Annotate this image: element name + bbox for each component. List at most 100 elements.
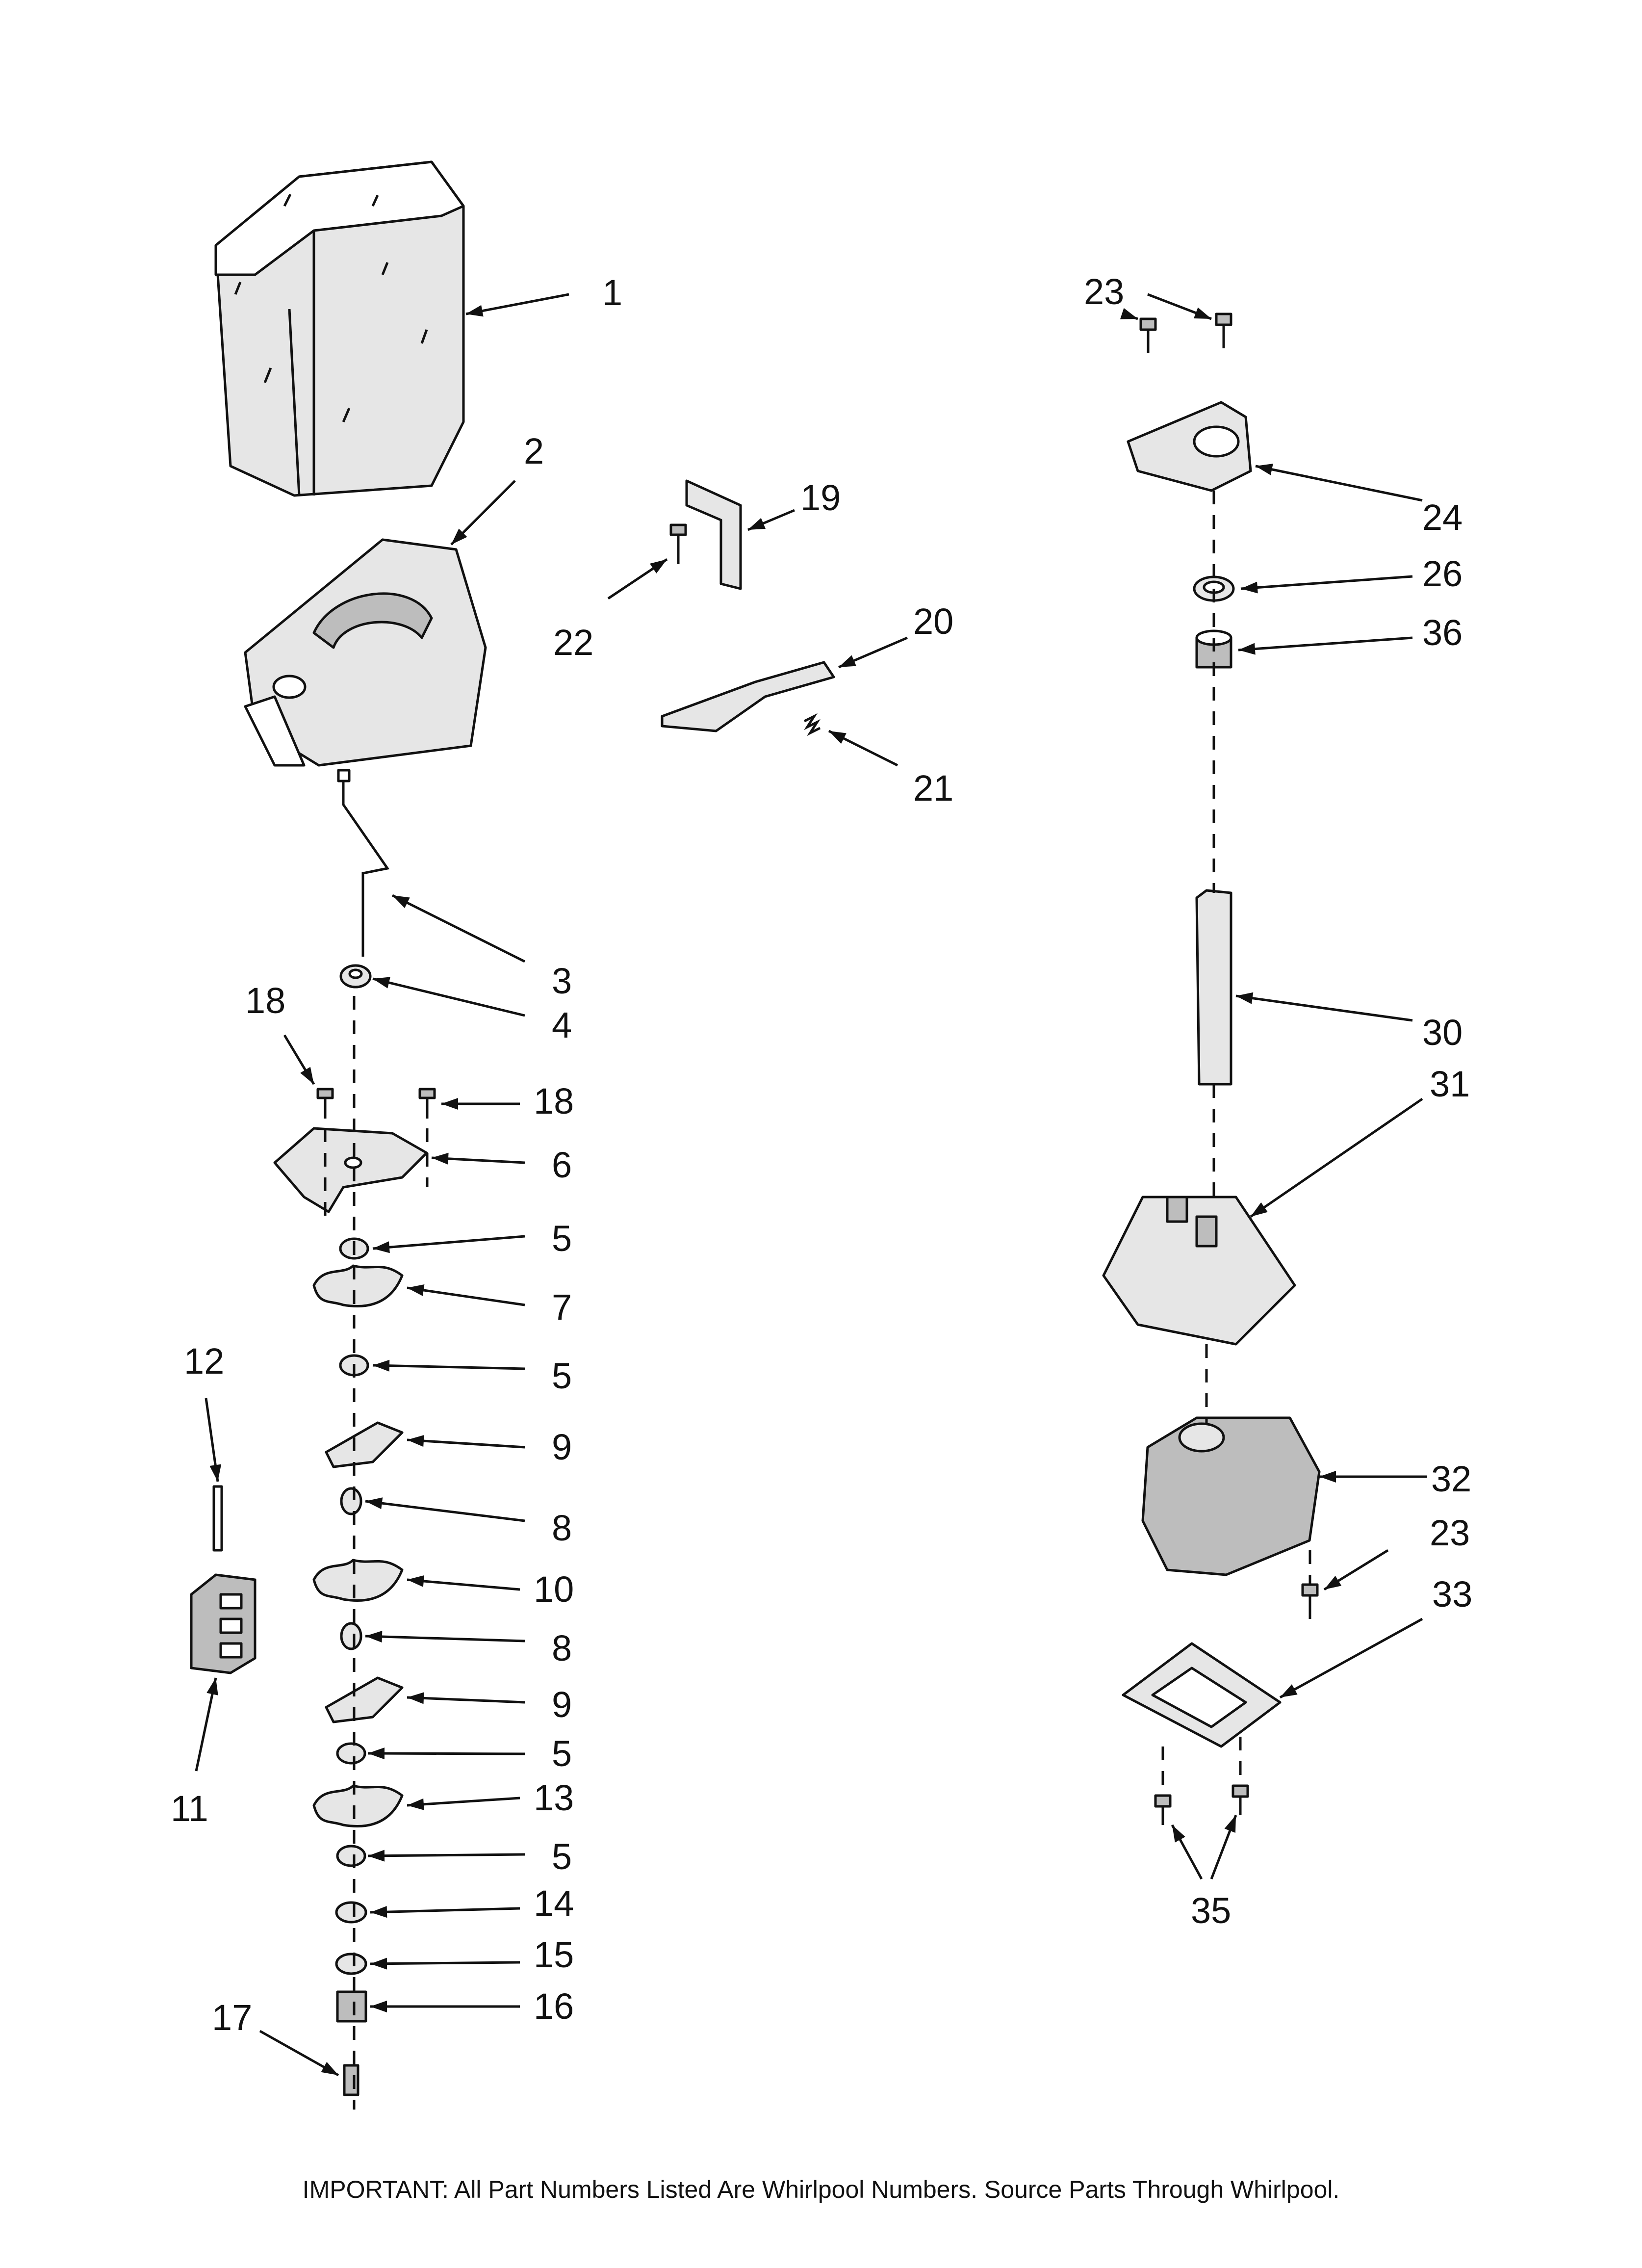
- label-36: 36: [1422, 612, 1462, 653]
- arrowhead: [370, 1957, 387, 1970]
- arrowhead: [1172, 1825, 1185, 1843]
- label-21: 21: [913, 768, 953, 808]
- arrowhead: [748, 518, 766, 530]
- arrowhead: [432, 1152, 449, 1165]
- arrowhead: [650, 559, 667, 574]
- label-31: 31: [1430, 1064, 1470, 1104]
- screw-18-right: [418, 1088, 436, 1119]
- label-30: 30: [1422, 1012, 1462, 1053]
- label-11: 11: [171, 1788, 208, 1829]
- spring-21: [803, 713, 821, 736]
- label-5a: 5: [552, 1218, 572, 1259]
- arrowhead: [1280, 1684, 1298, 1697]
- label-23a: 23: [1084, 271, 1124, 312]
- arrowhead: [829, 731, 847, 744]
- arrowhead: [392, 895, 410, 908]
- arrowhead: [365, 1497, 383, 1510]
- motor-cover-31: [1102, 1196, 1296, 1346]
- label-8a: 8: [552, 1508, 572, 1548]
- gasket-33: [1122, 1642, 1282, 1748]
- blade-plate: [273, 1127, 428, 1213]
- label-14: 14: [534, 1883, 574, 1924]
- lever-20: [661, 661, 835, 732]
- screws-35: [1154, 1784, 1249, 1825]
- screw-23-motor: [1301, 1583, 1319, 1619]
- bearing-plate-24: [1127, 401, 1252, 492]
- arrowhead: [1241, 581, 1258, 594]
- label-20: 20: [913, 601, 953, 642]
- label-15: 15: [534, 1934, 574, 1975]
- label-16: 16: [534, 1986, 574, 2027]
- arrowhead: [1324, 1575, 1342, 1590]
- label-18a: 18: [245, 980, 285, 1021]
- label-10: 10: [534, 1569, 574, 1610]
- motor-32: [1141, 1416, 1321, 1576]
- arrowhead: [1251, 1202, 1268, 1217]
- arrowhead: [1120, 308, 1138, 319]
- arrowheads: [206, 305, 1342, 2075]
- label-33: 33: [1432, 1574, 1472, 1615]
- label-17: 17: [212, 1997, 252, 2038]
- label-9a: 9: [552, 1427, 572, 1467]
- screw-23-right: [1215, 313, 1232, 348]
- arrowhead: [368, 1747, 385, 1760]
- label-18b: 18: [534, 1081, 574, 1121]
- arrowhead: [373, 977, 390, 989]
- label-8b: 8: [552, 1628, 572, 1668]
- block-11: [190, 1573, 257, 1674]
- label-4: 4: [552, 1005, 572, 1045]
- shaft-30: [1195, 889, 1232, 1086]
- label-22: 22: [553, 622, 593, 663]
- label-9b: 9: [552, 1684, 572, 1725]
- auger-rod: [337, 769, 390, 957]
- arrowhead: [370, 2001, 387, 2012]
- arrowhead: [407, 1284, 425, 1296]
- screw-22: [669, 523, 687, 564]
- arrowhead: [407, 1798, 424, 1810]
- footer-note: IMPORTANT: All Part Numbers Listed Are W…: [303, 2176, 1340, 2203]
- label-13: 13: [534, 1777, 574, 1818]
- label-7: 7: [552, 1287, 572, 1328]
- arrowhead: [368, 1850, 385, 1862]
- ice-bin-housing: [244, 538, 487, 767]
- arrowhead: [300, 1067, 314, 1084]
- arrowhead: [1193, 307, 1211, 319]
- arrowhead: [407, 1692, 424, 1704]
- arrowhead: [1319, 1471, 1336, 1483]
- callout-labels: 1 2 3 4 5 5 5 5 6 7 8 8 9 9 10 11 12: [171, 271, 1472, 2077]
- screw-23-left: [1139, 317, 1157, 353]
- label-26: 26: [1422, 553, 1462, 594]
- arrowhead: [1236, 992, 1254, 1004]
- label-23b: 23: [1430, 1512, 1470, 1553]
- bracket-19: [685, 479, 742, 590]
- label-3: 3: [552, 961, 572, 1001]
- arrowhead: [441, 1098, 458, 1110]
- blade-stack: [312, 1237, 404, 2096]
- screw-18-left: [316, 1088, 334, 1119]
- arrowhead: [451, 528, 467, 545]
- arrowhead: [321, 2061, 338, 2075]
- arrowhead: [370, 1906, 387, 1918]
- assembly-centerlines: [324, 491, 1311, 2110]
- label-32: 32: [1431, 1459, 1471, 1499]
- arrowhead: [365, 1631, 383, 1643]
- arrowhead: [373, 1241, 390, 1253]
- label-35: 35: [1191, 1890, 1231, 1931]
- label-2: 2: [524, 431, 544, 471]
- arrowhead: [407, 1435, 424, 1447]
- label-12: 12: [184, 1341, 224, 1382]
- label-5b: 5: [552, 1356, 572, 1396]
- pin-12: [212, 1485, 223, 1552]
- label-6: 6: [552, 1145, 572, 1185]
- label-5c: 5: [552, 1733, 572, 1774]
- washer-4: [339, 964, 372, 989]
- label-5d: 5: [552, 1836, 572, 1877]
- arrowhead: [373, 1359, 390, 1372]
- arrowhead: [206, 1678, 218, 1695]
- arrowhead: [466, 305, 484, 317]
- ice-bin-cover: [214, 160, 465, 497]
- label-1: 1: [602, 272, 622, 313]
- label-19: 19: [800, 477, 841, 518]
- arrowhead: [407, 1575, 424, 1587]
